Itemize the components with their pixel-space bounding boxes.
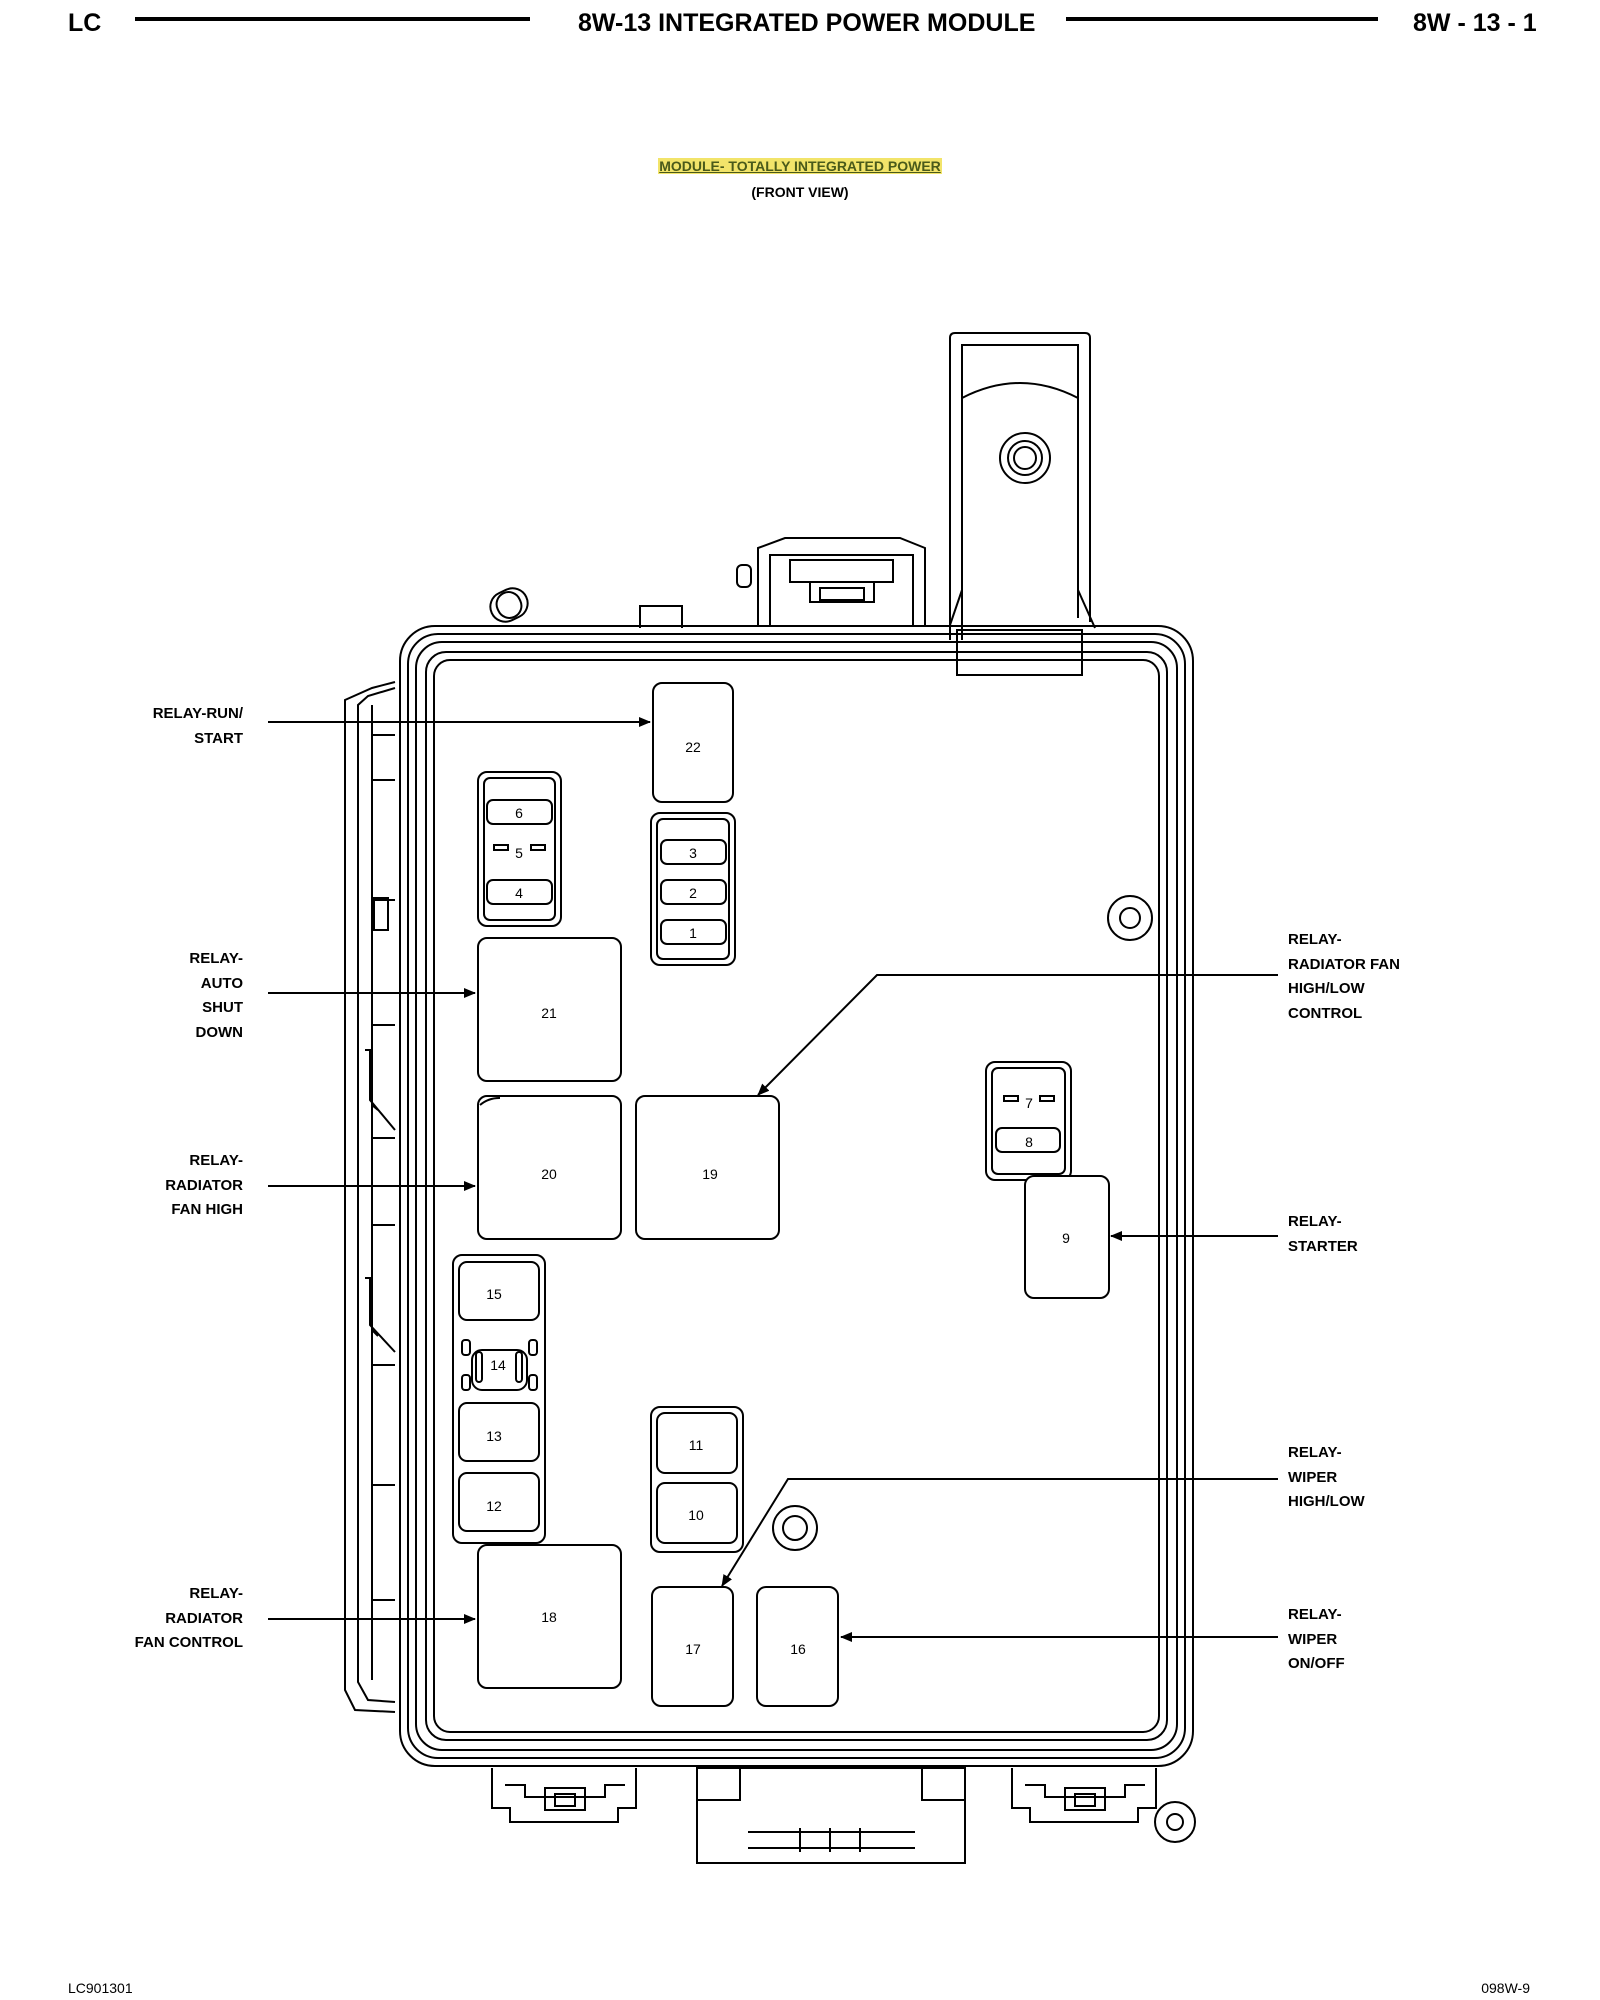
relay-19: [635, 1095, 780, 1240]
footer-figure-code: LC901301: [68, 1980, 133, 1996]
cell-12-label: 12: [486, 1498, 502, 1514]
cell-19-label: 19: [702, 1166, 718, 1182]
relay-21: [477, 937, 622, 1082]
page-title: 8W-13 INTEGRATED POWER MODULE: [578, 9, 1036, 37]
header-rule-left: [135, 17, 530, 21]
cell-6-label: 6: [515, 805, 523, 821]
bottom-connector-right: [1011, 1768, 1196, 1843]
cell-5-label: 5: [515, 845, 523, 861]
cell-1-label: 1: [689, 925, 697, 941]
cell-20-label: 20: [541, 1166, 557, 1182]
cell-18-label: 18: [541, 1609, 557, 1625]
relay-16: [756, 1586, 839, 1707]
fuse-holder-7-8: [985, 1061, 1072, 1181]
cell-9-label: 9: [1062, 1230, 1070, 1246]
relay-22: [652, 682, 734, 803]
diagram-title: MODULE- TOTALLY INTEGRATED POWER: [658, 158, 942, 174]
header-section-code: LC: [68, 9, 102, 37]
cell-3-label: 3: [689, 845, 697, 861]
cell-8-label: 8: [1025, 1134, 1033, 1150]
fuse-holder-1-2-3: [650, 812, 736, 966]
bottom-connector-center: [696, 1767, 966, 1864]
cell-14-label: 14: [490, 1357, 506, 1373]
leader-relay-wiper-high-low: [721, 1478, 1278, 1587]
bottom-connector-left: [491, 1768, 637, 1823]
fuse-holder-12-15: [452, 1254, 546, 1544]
header-rule-right: [1066, 17, 1378, 21]
footer-reference: 098W-9: [1481, 1980, 1530, 1996]
relay-17: [651, 1586, 734, 1707]
fuse-holder-10-11: [650, 1406, 744, 1553]
cell-10-label: 10: [688, 1507, 704, 1523]
left-side-rail: [344, 681, 396, 1713]
callout-relay-starter: RELAY-STARTER: [1288, 1213, 1358, 1255]
page-number: 8W - 13 - 1: [1413, 9, 1537, 37]
cell-2-label: 2: [689, 885, 697, 901]
cell-11-label: 11: [689, 1437, 704, 1453]
cell-15-label: 15: [486, 1286, 502, 1302]
cell-7-label: 7: [1025, 1095, 1033, 1111]
cell-16-label: 16: [790, 1641, 806, 1657]
top-connector: [736, 537, 926, 626]
cell-21-label: 21: [541, 1005, 557, 1021]
cell-4-label: 4: [515, 885, 523, 901]
cell-17-label: 17: [685, 1641, 701, 1657]
leader-relay-radiator-fan-high-low-control: [757, 974, 1278, 1096]
cell-22-label: 22: [685, 739, 701, 755]
relay-18: [477, 1544, 622, 1689]
diagram-subtitle: (FRONT VIEW): [751, 184, 849, 200]
relay-9: [1024, 1175, 1110, 1299]
cell-13-label: 13: [486, 1428, 502, 1444]
callout-relay-run-start: RELAY-RUN/START: [152, 705, 243, 747]
fuse-holder-4-5-6: [477, 771, 562, 927]
relay-20: [477, 1095, 622, 1240]
mounting-bracket: [949, 332, 1096, 676]
